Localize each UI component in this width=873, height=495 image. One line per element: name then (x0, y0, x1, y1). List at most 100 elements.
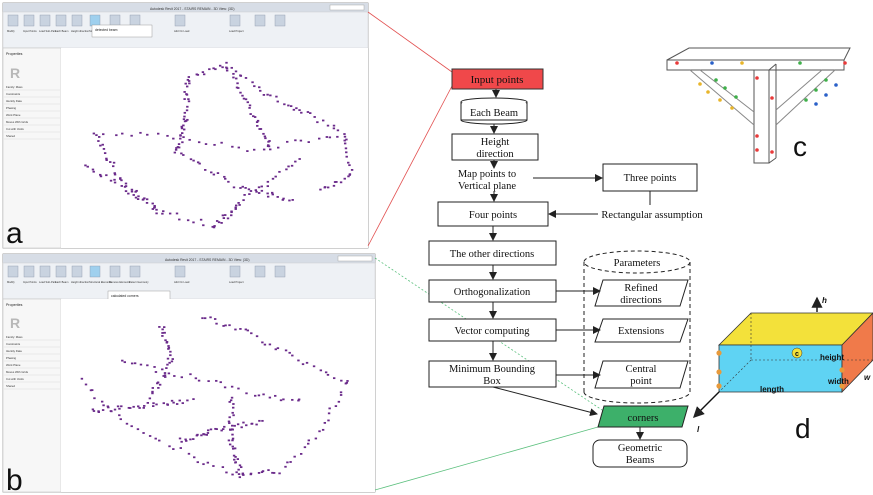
point (254, 189, 258, 192)
point (180, 152, 183, 155)
point (237, 473, 241, 475)
ribbon-button[interactable] (55, 14, 67, 27)
search-box[interactable] (329, 4, 365, 11)
sample-point (824, 78, 828, 82)
point (271, 471, 274, 474)
ribbon-button[interactable] (174, 265, 186, 278)
ribbon-button[interactable] (274, 265, 286, 278)
point (228, 416, 231, 419)
point (182, 154, 185, 156)
viewport-a[interactable] (61, 48, 368, 248)
point (178, 399, 181, 402)
point (182, 136, 185, 139)
point (295, 107, 298, 110)
point (233, 424, 236, 427)
geometric-beams-box (592, 439, 688, 468)
point (185, 109, 189, 112)
point (259, 89, 262, 92)
leader-red-top (367, 11, 453, 73)
point (101, 409, 105, 411)
ribbon-button-label: Height direction (71, 29, 90, 33)
each-beam-label: Each Beam (470, 108, 518, 119)
ribbon-button[interactable] (55, 265, 67, 278)
ribbon-button[interactable] (274, 14, 286, 27)
point (102, 133, 105, 136)
point (207, 380, 210, 383)
ribbon-button[interactable] (71, 265, 83, 278)
point (345, 151, 348, 154)
ribbon-button-label: Remove Elements (109, 280, 131, 284)
point (186, 118, 189, 121)
ribbon-button[interactable] (23, 265, 35, 278)
point (120, 185, 123, 187)
vector-computing-label: Vector computing (455, 326, 531, 337)
point (266, 180, 270, 183)
point (266, 195, 270, 198)
point (239, 187, 242, 189)
point (167, 372, 171, 375)
ribbon-button[interactable] (109, 265, 121, 278)
ribbon-button[interactable] (129, 265, 141, 278)
ribbon-button[interactable] (229, 14, 241, 27)
panel-label-a: a (6, 217, 23, 250)
point (124, 190, 128, 193)
ribbon-button[interactable] (7, 14, 19, 27)
point (93, 397, 96, 400)
point (142, 432, 145, 434)
ribbon-button[interactable] (254, 14, 266, 27)
point (123, 361, 127, 364)
sample-point (718, 98, 722, 102)
point (192, 438, 195, 440)
point (221, 66, 224, 69)
ribbon-button[interactable] (7, 265, 19, 278)
point (161, 332, 164, 334)
point (105, 157, 108, 160)
point (245, 392, 248, 395)
point (258, 419, 261, 422)
point (277, 146, 280, 149)
ribbon-button[interactable] (39, 265, 51, 278)
window-title: Autodesk Revit 2017 - STAIRS REMAIN - 3D… (150, 7, 234, 11)
point (155, 403, 158, 406)
point (168, 212, 172, 215)
ribbon-button[interactable] (109, 14, 121, 27)
ribbon-button[interactable] (71, 14, 83, 27)
point (243, 194, 246, 196)
ribbon-button[interactable] (254, 265, 266, 278)
point (284, 349, 288, 352)
point (165, 340, 169, 343)
ribbon-button[interactable] (229, 265, 241, 278)
point (262, 132, 265, 135)
corner-point (716, 383, 722, 389)
point (183, 128, 186, 131)
ribbon-button[interactable] (89, 265, 101, 278)
four-points-box (437, 201, 549, 227)
point (135, 189, 138, 192)
point (261, 470, 265, 473)
sample-point (843, 61, 847, 65)
point (350, 168, 354, 171)
refined-line2: directions (620, 295, 661, 306)
point (118, 414, 121, 417)
ribbon-button-label: Input Points (23, 29, 37, 33)
diag-brace-r2 (775, 69, 823, 111)
point (168, 361, 171, 364)
point (188, 82, 191, 85)
ribbon-button[interactable] (23, 14, 35, 27)
ribbon-button[interactable] (89, 14, 101, 27)
point (238, 476, 242, 479)
ribbon-button[interactable] (39, 14, 51, 27)
point (136, 198, 140, 200)
point (161, 368, 164, 371)
ribbon-button[interactable] (129, 14, 141, 27)
point (313, 116, 316, 118)
viewport-b[interactable] (61, 299, 375, 492)
point (249, 472, 253, 475)
point (187, 452, 191, 455)
point (298, 109, 301, 112)
ribbon-button[interactable] (174, 14, 186, 27)
search-box-b[interactable] (337, 255, 373, 262)
